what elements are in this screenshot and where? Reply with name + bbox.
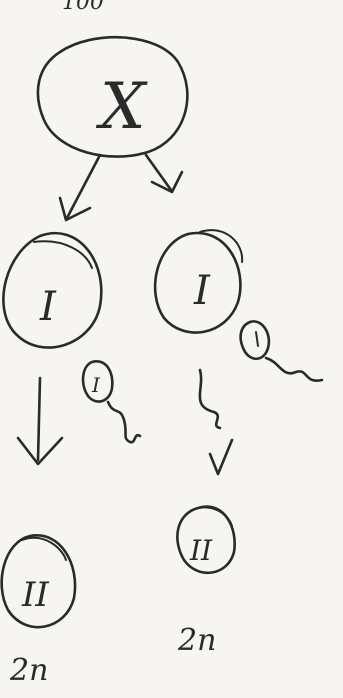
zygote-left: II 2n [2,535,75,688]
sperm-cell-right [241,321,322,380]
daughter-cell-right-label: I [193,268,211,314]
sperm-right-head [241,321,269,358]
daughter-cell-right: I [155,230,242,332]
daughter-cell-left: I [3,233,101,347]
zygote-left-ploidy: 2n [9,653,48,688]
sperm-middle-label: I [91,373,101,397]
arrow-left-daughter-to-zygote [18,378,62,464]
sperm-middle-tail [108,402,140,442]
zygote-right-label: II [189,534,213,567]
arrow-parent-to-left-daughter [60,155,100,220]
sperm-cell-middle: I [83,361,140,442]
zygote-left-label: II [21,575,49,615]
top-cutoff-text: 100 [62,0,104,15]
daughter-cell-left-label: I [39,284,57,330]
arrow-parent-to-right-daughter [146,155,182,192]
sperm-right-tail [266,358,322,381]
arrow-right-daughter-to-zygote [200,370,232,474]
parent-cell-label: X [95,70,148,144]
zygote-right: II 2n [177,507,235,658]
parent-cell: X [38,37,187,156]
zygote-right-ploidy: 2n [177,623,216,658]
